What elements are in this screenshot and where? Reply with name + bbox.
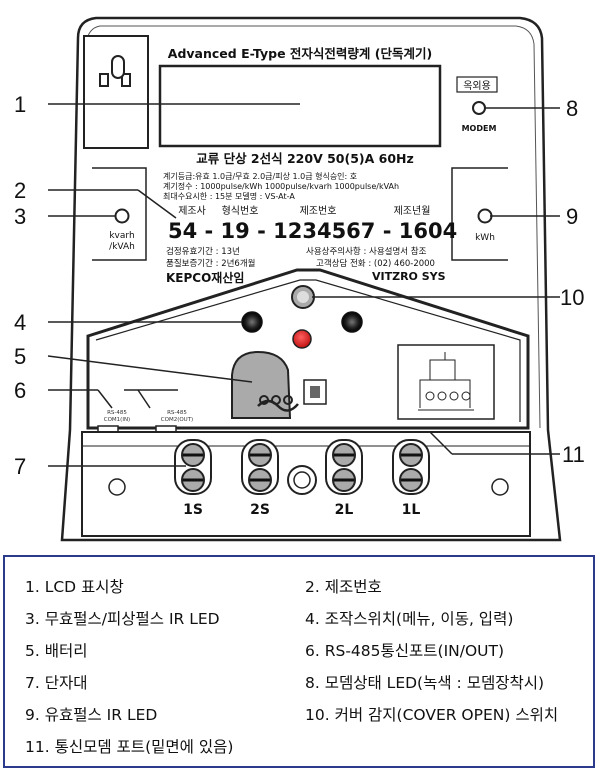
legend-box: 1. LCD 표시창 2. 제조번호 3. 무효펄스/피상펄스 IR LED 4… <box>3 555 595 768</box>
ir-led-kwh <box>477 208 493 224</box>
brand-vitzro: VITZRO SYS <box>372 270 446 283</box>
terminal-label: 2L <box>335 502 354 518</box>
operation-switch-left <box>241 311 263 333</box>
callout-11: 11 <box>562 442 585 467</box>
callout-3: 3 <box>14 204 27 229</box>
terminal-label: 1S <box>183 502 203 518</box>
terminal-1l <box>392 439 430 495</box>
info-line: 계기등급:유효 1.0급/무효 2.0급/피상 1.0급 형식승인: 호 <box>163 171 357 181</box>
legend-item: 9. 유효펄스 IR LED <box>25 706 158 724</box>
svg-text:검정유효기간 : 13년: 검정유효기간 : 13년 <box>166 246 240 257</box>
lcd-display <box>158 64 442 148</box>
legend-item: 11. 통신모뎀 포트(밑면에 있음) <box>25 738 234 756</box>
legend-item: 7. 단자대 <box>25 674 88 692</box>
svg-text:COM1(IN): COM1(IN) <box>104 417 130 423</box>
legend-item: 3. 무효펄스/피상펄스 IR LED <box>25 610 220 628</box>
terminal-1s <box>174 439 212 495</box>
callout-7: 7 <box>14 454 27 479</box>
svg-text:제조번호: 제조번호 <box>300 205 337 217</box>
legend-item: 2. 제조번호 <box>305 578 382 596</box>
terminal-2s <box>241 439 279 495</box>
svg-text:제조년월: 제조년월 <box>394 205 431 217</box>
modem-led <box>472 101 486 115</box>
callout-5: 5 <box>14 344 27 369</box>
svg-text:사용상주의사항 : 사용설명서 참조: 사용상주의사항 : 사용설명서 참조 <box>306 246 427 257</box>
meter-diagram: Advanced E-Type 전자식전력량계 (단독계기) 옥외용 MODEM… <box>14 16 585 542</box>
terminal-label: 1L <box>402 502 421 518</box>
spec-line: 교류 단상 2선식 220V 50(5)A 60Hz <box>196 151 414 166</box>
brand-kepco: KEPCO재산임 <box>166 270 244 285</box>
callout-4: 4 <box>14 310 27 335</box>
operation-switch-right <box>341 311 363 333</box>
callout-1: 1 <box>14 92 27 117</box>
info-line: 최대수요시한 : 15분 모델명 : VS-At-A <box>163 191 295 201</box>
legend-item: 8. 모뎀상태 LED(녹색 : 모뎀장착시) <box>305 674 545 692</box>
meter-drawing: Advanced E-Type 전자식전력량계 (단독계기) 옥외용 MODEM… <box>47 16 562 542</box>
meter-title: Advanced E-Type 전자식전력량계 (단독계기) <box>168 46 432 61</box>
svg-text:품질보증기간 : 2년6개월: 품질보증기간 : 2년6개월 <box>166 258 255 269</box>
mounting-plate <box>83 35 149 149</box>
svg-text:옥외용: 옥외용 <box>463 80 491 92</box>
svg-text:고객상담 전화 : (02) 460-2000: 고객상담 전화 : (02) 460-2000 <box>316 258 435 269</box>
callout-8: 8 <box>566 96 579 121</box>
callout-10: 10 <box>560 285 585 310</box>
callout-2: 2 <box>14 178 27 203</box>
legend-item: 6. RS-485통신포트(IN/OUT) <box>305 642 505 660</box>
terminal-label: 2S <box>250 502 270 518</box>
leader-lines <box>47 103 560 467</box>
ir-led-kvarh <box>114 208 130 224</box>
modem-badge <box>456 76 498 93</box>
svg-text:/kVAh: /kVAh <box>109 242 135 252</box>
legend-item: 1. LCD 표시창 <box>25 578 124 596</box>
svg-text:kWh: kWh <box>475 233 495 243</box>
callout-6: 6 <box>14 378 27 403</box>
svg-text:COM2(OUT): COM2(OUT) <box>161 417 193 423</box>
legend-item: 5. 배터리 <box>25 642 88 660</box>
terminal-2l <box>325 439 363 495</box>
svg-text:kvarh: kvarh <box>109 231 134 241</box>
legend-item: 4. 조작스위치(메뉴, 이동, 입력) <box>305 610 514 628</box>
legend-item: 10. 커버 감지(COVER OPEN) 스위치 <box>305 706 559 724</box>
callout-9: 9 <box>566 204 579 229</box>
svg-text:형식번호: 형식번호 <box>222 205 259 217</box>
serial-number: 54 - 19 - 1234567 - 1604 <box>168 219 457 243</box>
svg-text:RS-485: RS-485 <box>167 410 187 416</box>
svg-text:RS-485: RS-485 <box>107 410 127 416</box>
wiring-diagram <box>397 344 495 420</box>
operation-switch-center <box>292 329 312 349</box>
svg-text:MODEM: MODEM <box>462 124 497 133</box>
svg-text:제조사: 제조사 <box>178 205 206 217</box>
battery <box>231 350 292 419</box>
info-line: 계기정수 : 1000pulse/kWh 1000pulse/kvarh 100… <box>163 181 399 191</box>
